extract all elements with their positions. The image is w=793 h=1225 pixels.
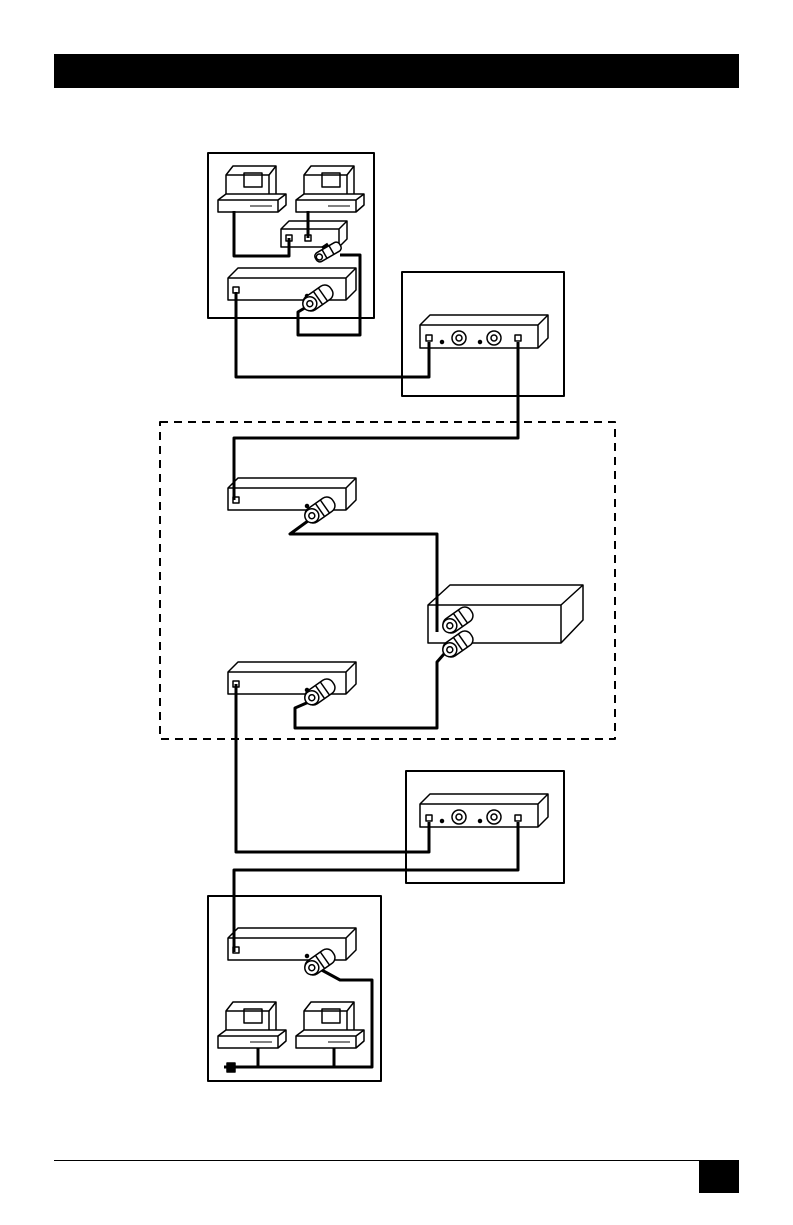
top-adapter: [228, 268, 356, 300]
terminator: [224, 1063, 238, 1072]
top-computer-1: [218, 166, 286, 212]
cloud-adapter-2: [228, 662, 356, 694]
bottom-converter: [420, 794, 548, 827]
bottom-computer-1: [218, 1002, 286, 1048]
bottom-adapter: [228, 928, 356, 960]
bottom-computer-2: [296, 1002, 364, 1048]
top-converter: [420, 315, 548, 348]
cloud-hub: [428, 585, 583, 643]
cable-cloud-bottom-converter: [236, 684, 429, 852]
top-computer-2: [296, 166, 364, 212]
cable-cloud-adapter1-hub: [290, 518, 437, 632]
cloud-adapter-1: [228, 478, 356, 510]
